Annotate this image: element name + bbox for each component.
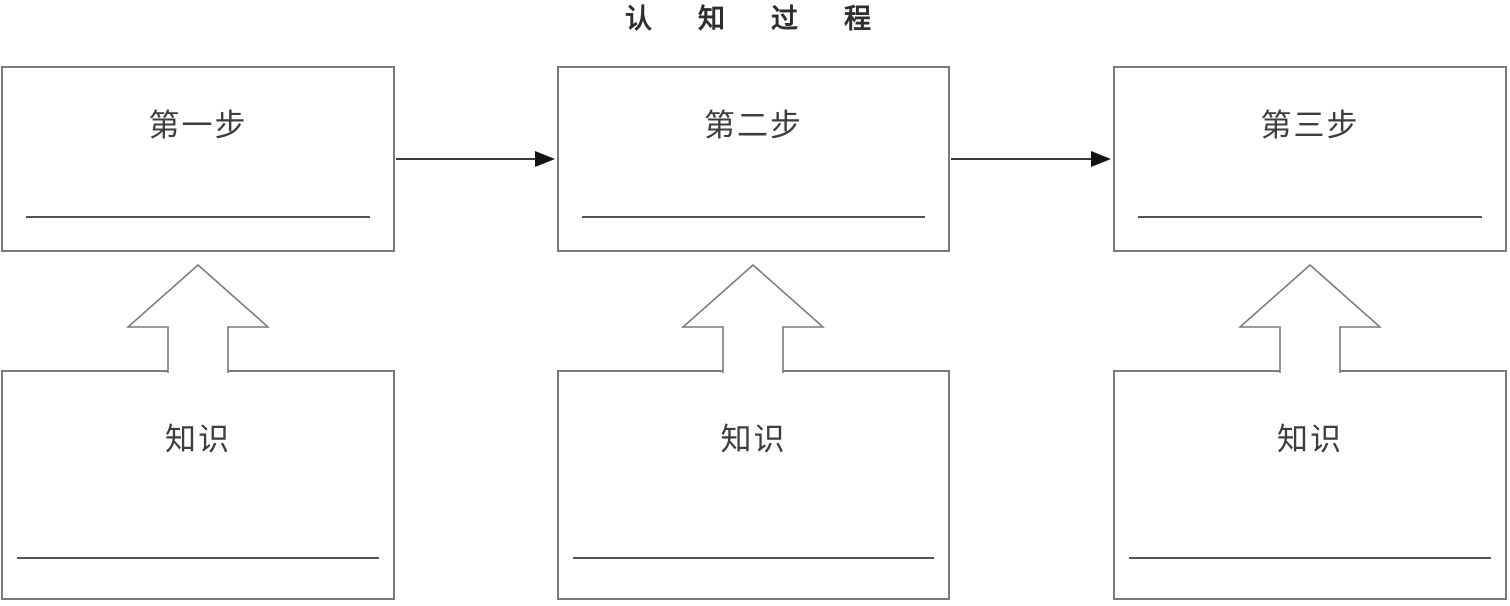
step-blank-line-1: [26, 215, 370, 218]
knowledge-blank-line-2: [572, 556, 935, 559]
up-block-arrow-3: [1238, 264, 1382, 373]
step-label-3: 第三步: [1260, 108, 1360, 143]
arrow-head-icon: [535, 151, 555, 167]
knowledge-blank-line-1: [16, 556, 380, 559]
up-block-arrow-2: [681, 264, 825, 373]
up-block-arrow-1: [126, 264, 270, 373]
step-blank-line-3: [1138, 215, 1482, 218]
arrow-head-icon: [1091, 151, 1111, 167]
knowledge-box-1: 知识: [1, 370, 395, 600]
diagram-title: 认知过程: [625, 4, 917, 34]
flow-arrow-step1-to-step2: [396, 151, 555, 167]
step-box-1: 第一步: [1, 66, 395, 252]
knowledge-blank-line-3: [1128, 556, 1492, 559]
flow-arrow-step2-to-step3: [951, 151, 1111, 167]
knowledge-label-3: 知识: [1277, 422, 1343, 457]
knowledge-label-1: 知识: [165, 422, 231, 457]
step-label-2: 第二步: [704, 108, 803, 143]
knowledge-box-2: 知识: [557, 370, 950, 600]
knowledge-box-3: 知识: [1113, 370, 1507, 600]
step-box-2: 第二步: [557, 66, 950, 252]
knowledge-label-2: 知识: [720, 422, 787, 457]
step-label-1: 第一步: [148, 108, 248, 143]
step-box-3: 第三步: [1113, 66, 1507, 252]
step-blank-line-2: [582, 215, 925, 218]
